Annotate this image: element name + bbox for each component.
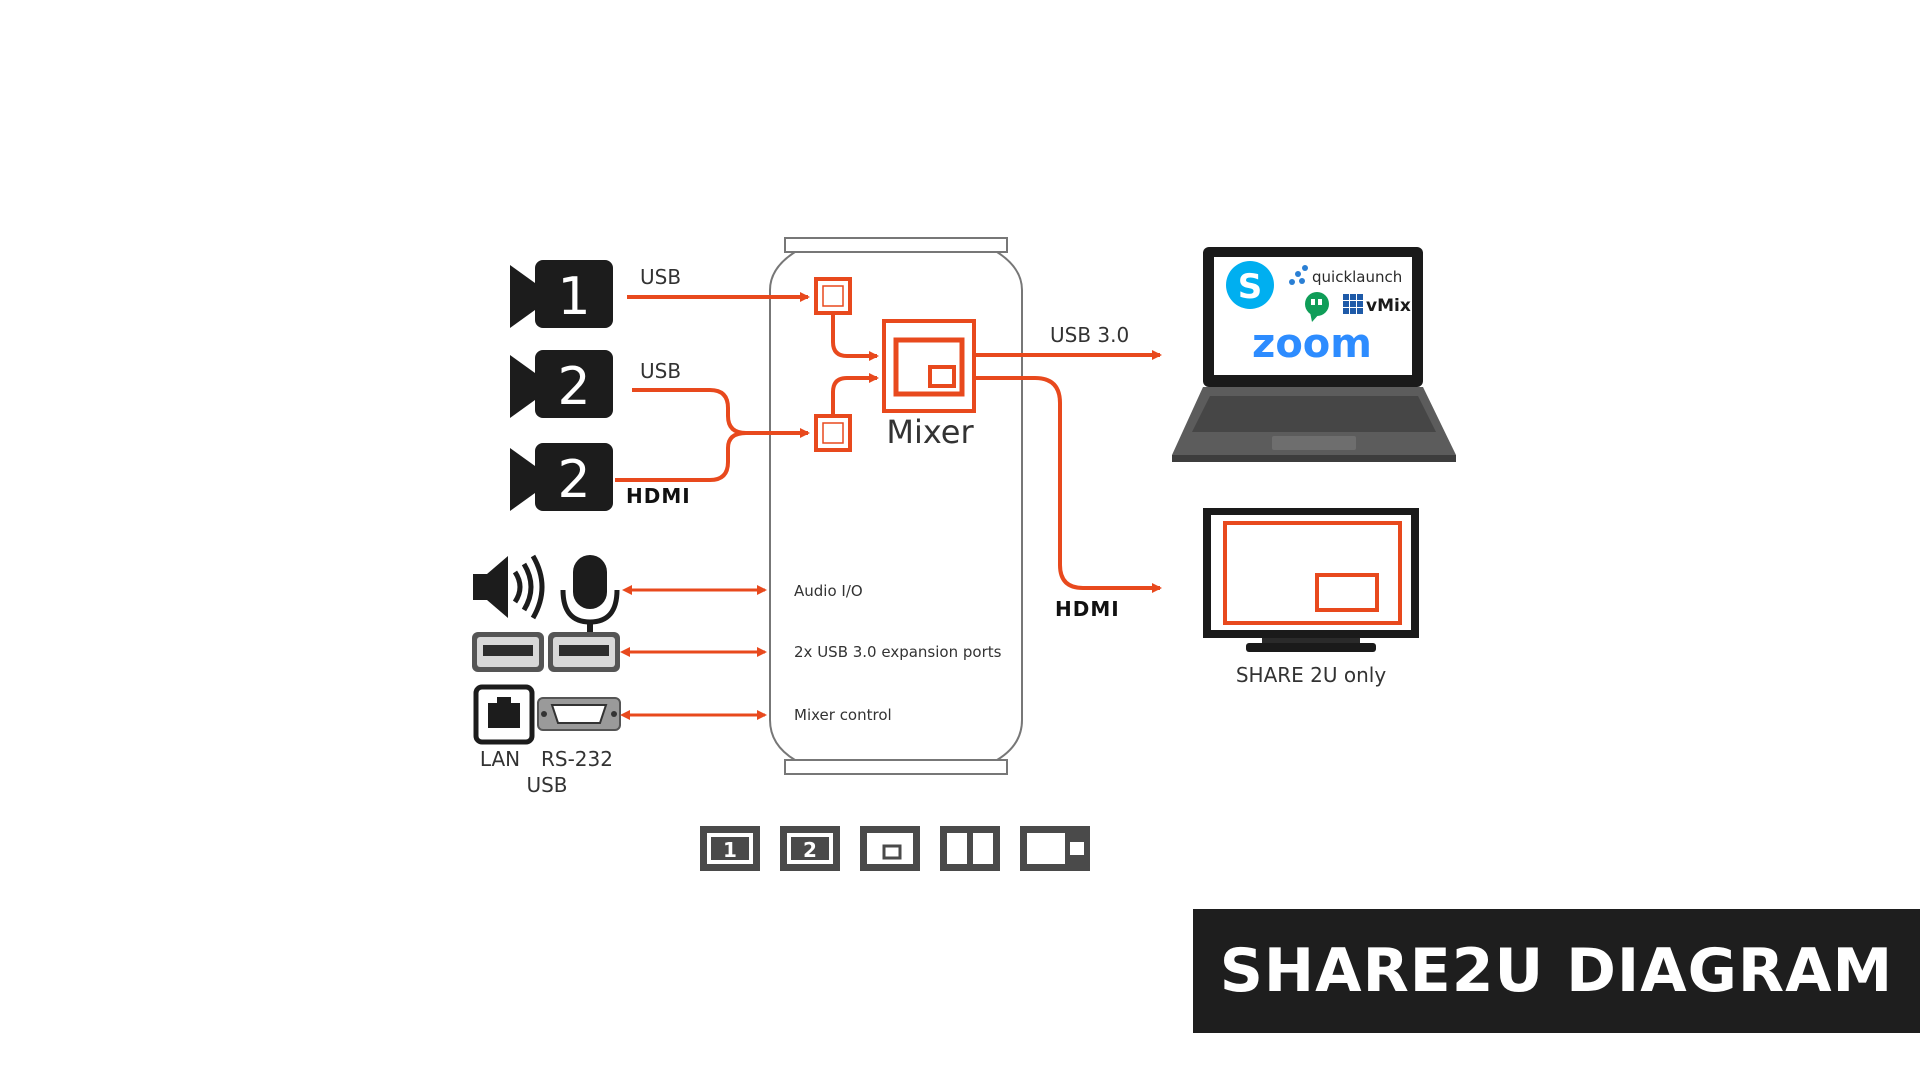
layout-mode-single-2-icon: 2	[780, 826, 840, 871]
layout-mode-2-number: 2	[803, 838, 817, 862]
camera-2-hdmi-number: 2	[557, 450, 590, 510]
lan-label: LAN	[480, 747, 520, 771]
skype-letter: S	[1238, 267, 1263, 307]
mixer-label: Mixer	[886, 413, 974, 451]
source-1-square	[814, 277, 852, 315]
src1-to-mixer-arrow	[831, 315, 879, 361]
vmix-label: vMix	[1366, 296, 1411, 316]
monitor-caption: SHARE 2U only	[1236, 663, 1386, 687]
banner-title: SHARE2U DIAGRAM	[1219, 936, 1894, 1006]
input-connectors	[615, 292, 879, 482]
usb3-label: USB 3.0	[1050, 323, 1129, 347]
audio-io-label: Audio I/O	[794, 582, 863, 600]
zoom-label: zoom	[1252, 321, 1372, 367]
lan-port-icon	[473, 684, 535, 745]
peripheral-connectors	[620, 585, 767, 720]
layout-mode-single-1-icon: 1	[700, 826, 760, 871]
camera-2-usb-number: 2	[557, 357, 590, 417]
usb-control-label: USB	[526, 773, 567, 797]
monitor-icon	[1203, 508, 1419, 652]
hdmi-output-label: HDMI	[1055, 597, 1120, 621]
usb-expansion-label: 2x USB 3.0 expansion ports	[794, 643, 1002, 661]
layout-mode-1-number: 1	[723, 838, 737, 862]
mixer-pip-icon	[882, 319, 976, 413]
quicklaunch-label: quicklaunch	[1312, 268, 1402, 286]
title-banner: SHARE2U DIAGRAM	[1193, 909, 1920, 1033]
skype-logo-icon	[1226, 261, 1274, 309]
camera-2-hdmi-icon: 2	[510, 443, 613, 511]
layout-mode-side-pip-icon	[1020, 826, 1090, 871]
microphone-icon	[560, 555, 620, 632]
hdmi-output-arrow	[976, 376, 1162, 593]
src2-to-mixer-arrow	[831, 373, 879, 414]
output-connectors	[976, 350, 1162, 593]
camera-1-port-label: USB	[640, 265, 681, 289]
usb-port-1-icon	[472, 632, 544, 672]
mixer-control-label: Mixer control	[794, 706, 892, 724]
camera-1-number: 1	[557, 267, 590, 327]
rs232-label: RS-232	[541, 747, 613, 771]
camera-1-icon: 1	[510, 260, 613, 328]
layout-mode-pip-icon	[860, 826, 920, 871]
rs232-port-icon	[537, 697, 621, 731]
hdmi-2-arrow	[615, 431, 747, 482]
camera-2-usb-port-label: USB	[640, 359, 681, 383]
quicklaunch-logo-icon	[1289, 265, 1308, 285]
speaker-icon	[473, 554, 545, 620]
mixer-device	[769, 237, 1023, 775]
camera-2-usb-icon: 2	[510, 350, 613, 418]
laptop-icon: S quicklaunch vMix	[1172, 247, 1456, 462]
vmix-logo-icon	[1343, 294, 1363, 314]
hangouts-logo-icon	[1305, 292, 1329, 322]
layout-mode-split-icon	[940, 826, 1000, 871]
source-2-square	[814, 414, 852, 452]
usb-port-2-icon	[548, 632, 620, 672]
camera-2-hdmi-port-label: HDMI	[626, 484, 691, 508]
